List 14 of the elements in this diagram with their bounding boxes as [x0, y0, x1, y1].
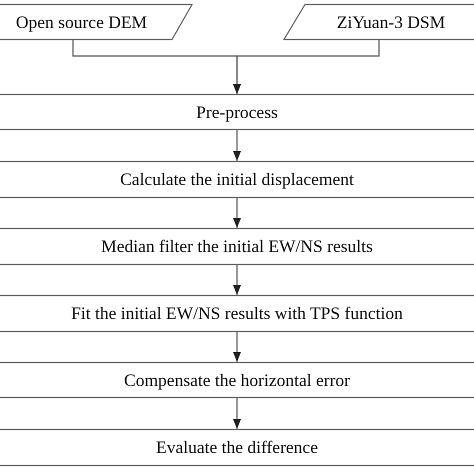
input-label: Open source DEM [16, 12, 148, 32]
arrow [233, 398, 241, 429]
arrow [233, 265, 241, 295]
step-label: Fit the initial EW/NS results with TPS function [71, 303, 403, 324]
arrow [233, 332, 241, 362]
input-label: ZiYuan-3 DSM [336, 12, 446, 32]
step-label: Evaluate the difference [156, 437, 318, 458]
arrow [233, 198, 241, 228]
arrow [233, 40, 380, 94]
arrow [233, 130, 241, 161]
step-label: Pre-process [196, 102, 278, 122]
step-label: Compensate the horizontal error [124, 370, 350, 390]
step-label: Median filter the initial EW/NS results [101, 236, 373, 257]
step-label: Calculate the initial displacement [120, 169, 354, 190]
